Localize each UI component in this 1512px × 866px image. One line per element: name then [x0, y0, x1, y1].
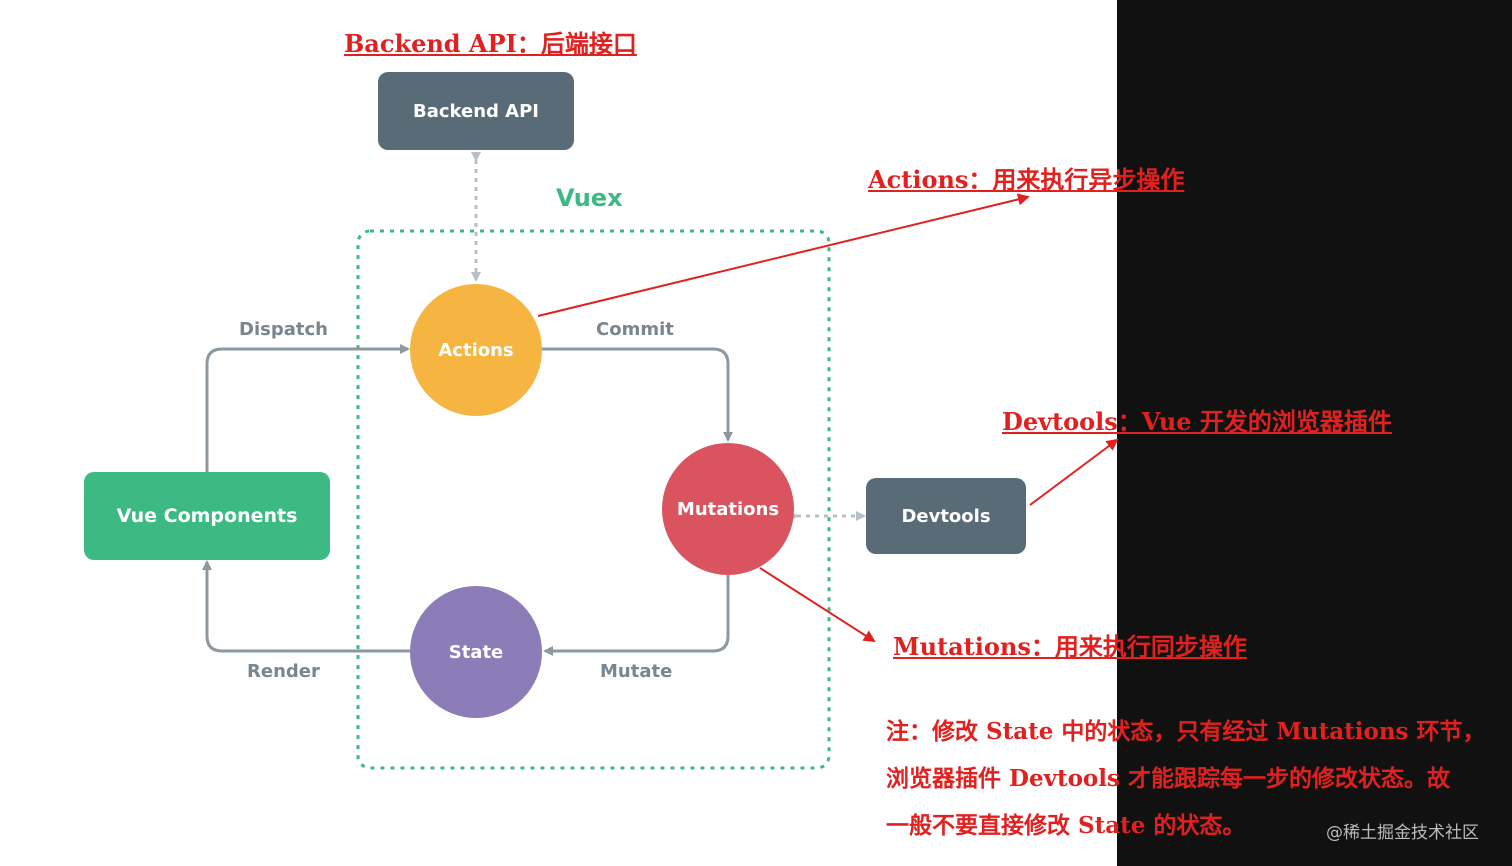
vue-components-label: Vue Components [116, 505, 298, 527]
mutations-annotation: Mutations：用来执行同步操作 [893, 632, 1247, 661]
vuex-label: Vuex [556, 184, 623, 212]
vuex-boundary [356, 229, 831, 770]
actions-node: Actions [410, 284, 542, 416]
mutate-label: Mutate [600, 661, 673, 682]
note-line: 浏览器插件 Devtools 才能跟踪每一步的修改状态。故 [886, 765, 1450, 792]
devtools-annotation: Devtools：Vue 开发的浏览器插件 [1002, 407, 1392, 436]
commit-arrow [542, 347, 733, 442]
backend-api-label: Backend API [412, 100, 540, 122]
dispatch-arrow [205, 344, 410, 472]
devtools-node: Devtools [866, 478, 1026, 554]
backend-annotation: Backend API：后端接口 [344, 29, 637, 58]
mutate-arrow [543, 575, 730, 656]
mutations-annotation-pointer [759, 567, 876, 643]
render-arrow [202, 560, 410, 653]
mutations-label: Mutations [676, 498, 780, 520]
state-node: State [410, 586, 542, 718]
state-label: State [448, 641, 504, 663]
devtools-label: Devtools [901, 505, 991, 527]
note-line: 一般不要直接修改 State 的状态。 [886, 812, 1246, 839]
actions-label: Actions [438, 339, 514, 361]
mutations-node: Mutations [662, 443, 794, 575]
vue-components-node: Vue Components [84, 472, 330, 560]
commit-label: Commit [596, 319, 674, 340]
dispatch-label: Dispatch [239, 319, 328, 340]
render-label: Render [247, 661, 320, 682]
watermark: @稀土掘金技术社区 [1326, 823, 1479, 843]
note-line: 注：修改 State 中的状态，只有经过 Mutations 环节， [886, 718, 1486, 745]
actions-annotation: Actions：用来执行异步操作 [868, 165, 1185, 194]
note-block: 注：修改 State 中的状态，只有经过 Mutations 环节， 浏览器插件… [886, 708, 1506, 849]
devtools-annotation-pointer [1029, 438, 1119, 506]
actions-annotation-pointer [537, 193, 1030, 317]
backend-api-node: Backend API [378, 72, 574, 150]
